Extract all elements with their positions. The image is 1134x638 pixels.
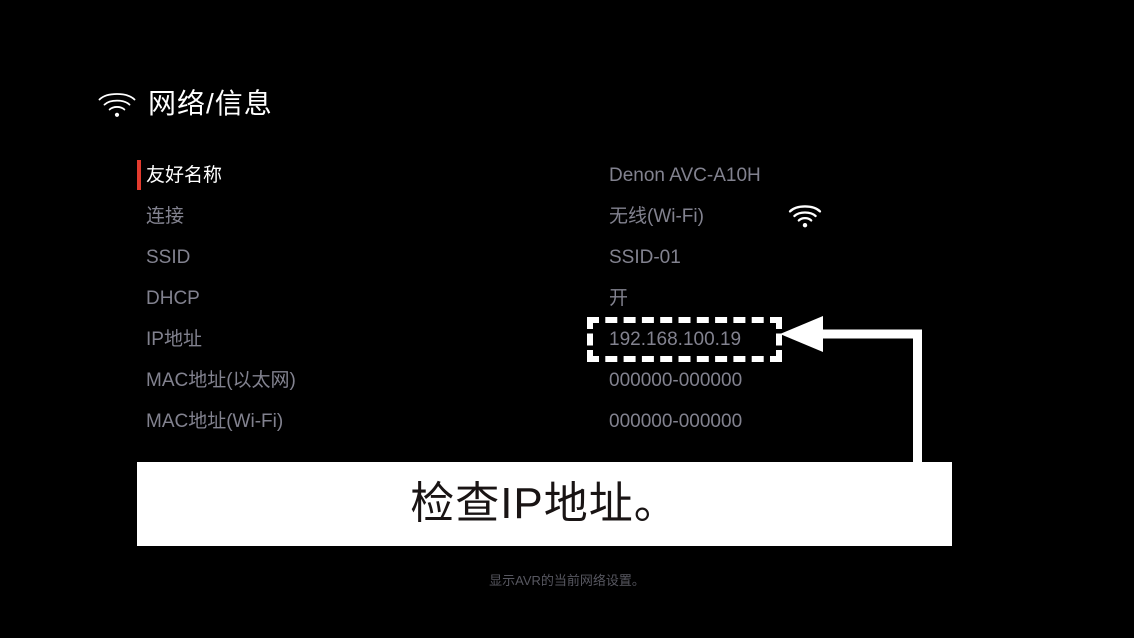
footer-caption: 显示AVR的当前网络设置。 xyxy=(489,573,645,588)
info-row-mac-wifi[interactable]: MAC地址(Wi-Fi) 000000-000000 xyxy=(137,401,1017,442)
info-row-value: 000000-000000 xyxy=(609,369,743,391)
info-row-value: 无线(Wi-Fi) xyxy=(609,205,704,227)
info-row-label: 友好名称 xyxy=(146,164,223,186)
info-row-value: 000000-000000 xyxy=(609,410,743,432)
info-row-value: 开 xyxy=(609,287,629,309)
wifi-icon xyxy=(98,93,136,117)
info-row-label: 连接 xyxy=(146,205,185,227)
info-row-value: SSID-01 xyxy=(609,246,681,268)
info-row-dhcp[interactable]: DHCP 开 xyxy=(137,278,1017,319)
selection-accent-bar xyxy=(137,160,141,190)
info-row-label: MAC地址(以太网) xyxy=(146,369,296,391)
info-row-label: MAC地址(Wi-Fi) xyxy=(146,410,284,432)
info-row-label: IP地址 xyxy=(146,328,202,350)
callout-text: 检查IP地址。 xyxy=(410,479,679,528)
page-header: 网络/信息 xyxy=(96,82,273,126)
info-row-value: 192.168.100.19 xyxy=(609,328,742,350)
page-title: 网络/信息 xyxy=(148,88,273,119)
wifi-icon xyxy=(788,205,822,228)
callout-box: 检查IP地址。 xyxy=(137,462,952,546)
info-row-label: SSID xyxy=(146,246,191,268)
info-row-friendly-name[interactable]: 友好名称 Denon AVC-A10H xyxy=(137,155,1017,196)
callout-connector xyxy=(780,316,922,475)
info-row-connection[interactable]: 连接 无线(Wi-Fi) xyxy=(137,196,1017,237)
info-row-mac-ethernet[interactable]: MAC地址(以太网) 000000-000000 xyxy=(137,360,1017,401)
info-row-label: DHCP xyxy=(146,287,200,309)
info-row-value: Denon AVC-A10H xyxy=(609,164,761,186)
info-row-ssid[interactable]: SSID SSID-01 xyxy=(137,237,1017,278)
